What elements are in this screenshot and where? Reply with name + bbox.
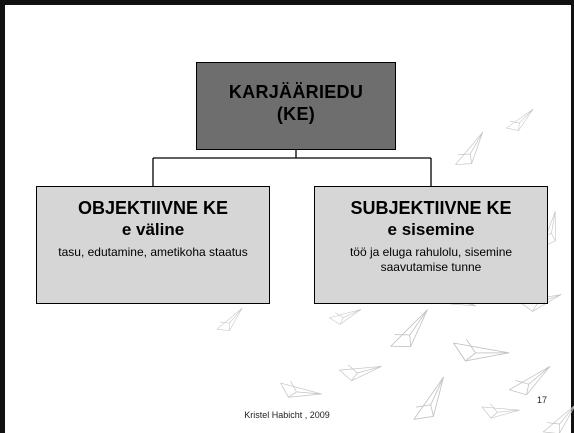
- child-node-subjective: SUBJEKTIIVNE KE e sisemine töö ja eluga …: [314, 186, 548, 304]
- paper-plane-icon: [508, 365, 551, 396]
- child-description: tasu, edutamine, ametikoha staatus: [58, 245, 248, 259]
- slide-frame-top: [0, 0, 574, 5]
- paper-plane-icon: [413, 376, 444, 420]
- child-subtitle: e sisemine: [387, 220, 475, 239]
- child-node-objective: OBJEKTIIVNE KE e väline tasu, edutamine,…: [36, 186, 270, 304]
- child-description: töö ja eluga rahulolu, sisemine saavutam…: [349, 245, 513, 274]
- paper-plane-icon: [329, 309, 362, 325]
- paper-plane-icon: [339, 364, 382, 382]
- paper-plane-icon: [280, 380, 322, 398]
- paper-plane-icon: [453, 339, 510, 362]
- child-title: OBJEKTIIVNE KE: [77, 198, 229, 218]
- root-title: KARJÄÄRIEDU: [228, 82, 364, 102]
- root-node: KARJÄÄRIEDU (KE): [196, 62, 396, 150]
- paper-plane-icon: [455, 131, 484, 165]
- paper-plane-icon: [505, 108, 534, 131]
- footer-author: Kristel Habicht , 2009: [244, 410, 330, 420]
- child-title: SUBJEKTIIVNE KE: [350, 198, 512, 218]
- root-abbreviation: (KE): [276, 104, 316, 124]
- page-number: 17: [537, 395, 548, 405]
- child-subtitle: e väline: [121, 220, 185, 239]
- slide-frame-right: [571, 0, 574, 433]
- slide-frame-left: [0, 0, 5, 433]
- paper-plane-icon: [390, 309, 428, 348]
- paper-plane-icon: [216, 307, 243, 331]
- paper-plane-icon: [481, 403, 520, 419]
